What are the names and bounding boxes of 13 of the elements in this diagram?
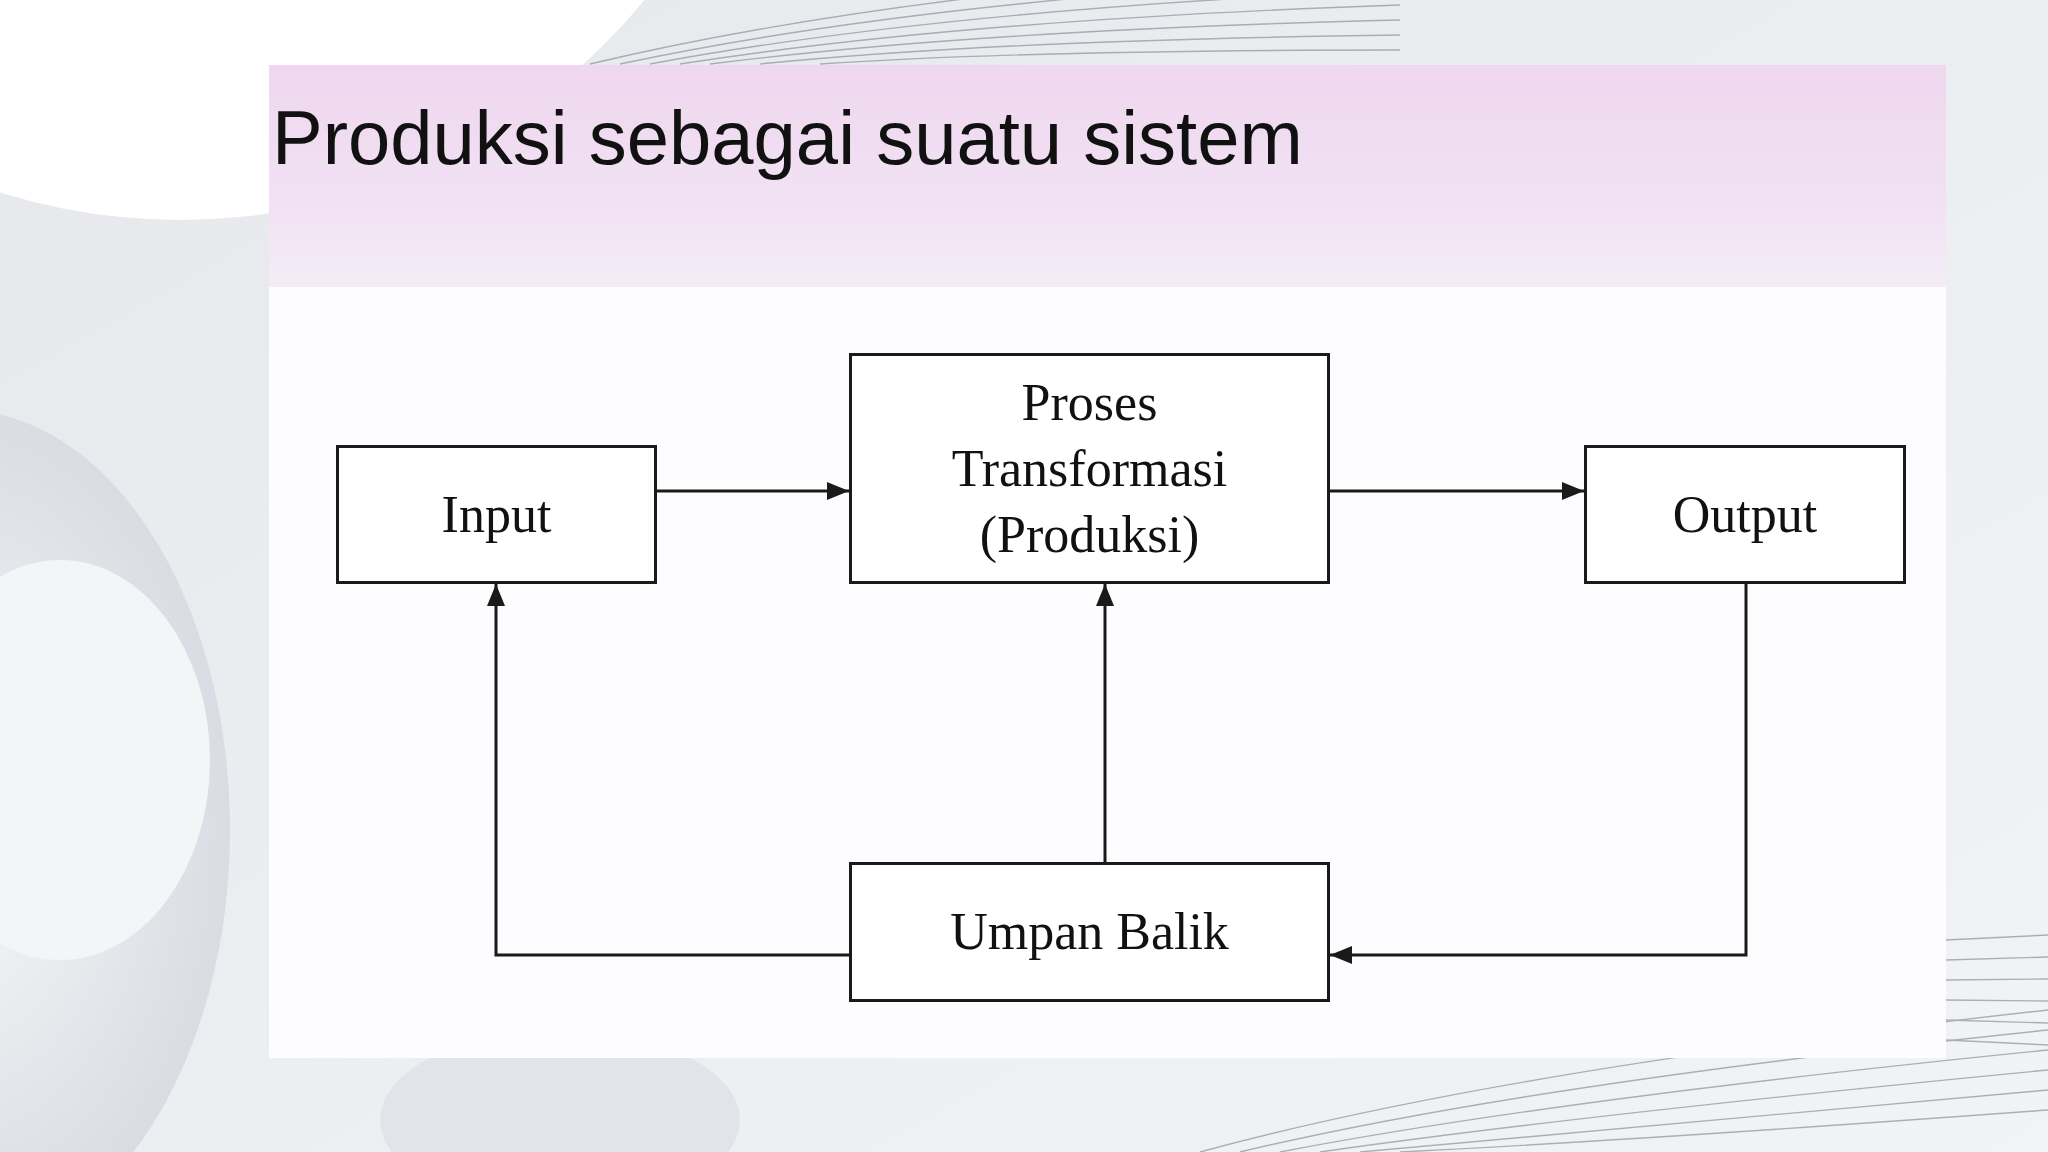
arrow [1330,482,1584,500]
box-label: Output [1672,484,1818,545]
process-box [849,353,1330,584]
box-label: Input [441,484,552,545]
arrow [1330,584,1748,964]
process-box [336,445,657,584]
box-label: Proses Transformasi (Produksi) [950,372,1229,565]
slide-title: Produksi sebagai suatu sistem [272,94,1303,182]
arrow [487,584,849,957]
arrow [657,482,849,500]
box-label: Umpan Balik [950,902,1229,962]
process-box [849,862,1330,1002]
process-box [1584,445,1906,584]
